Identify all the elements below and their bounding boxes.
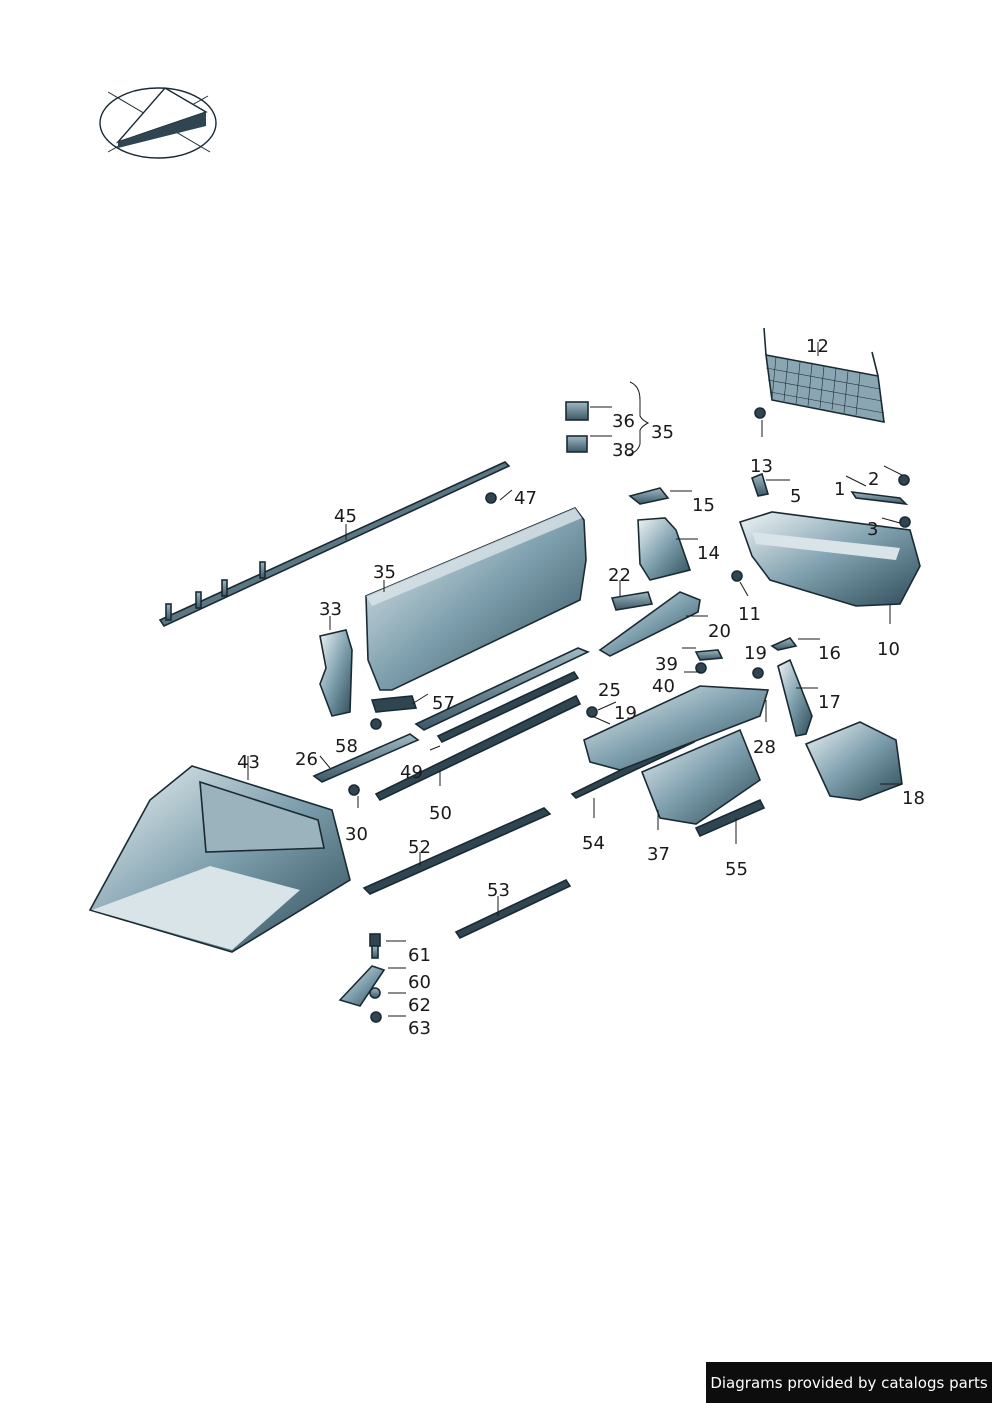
callout-5: 5 xyxy=(790,486,801,507)
credit-banner: Diagrams provided by catalogs parts xyxy=(706,1362,992,1403)
bracket-1 xyxy=(850,490,909,506)
callout-14: 14 xyxy=(697,543,720,564)
bolt xyxy=(485,492,497,504)
clip-36 xyxy=(565,401,589,421)
callout-49: 49 xyxy=(400,762,423,783)
callout-43: 43 xyxy=(237,752,260,773)
callout-20: 20 xyxy=(708,621,731,642)
callout-25: 25 xyxy=(598,680,621,701)
storage-tray-10 xyxy=(738,511,921,607)
strip-55 xyxy=(694,798,766,838)
callout-52: 52 xyxy=(408,837,431,858)
bolt-3 xyxy=(899,516,911,528)
bolt-19 xyxy=(586,706,598,718)
bolt xyxy=(754,407,766,419)
callout-28: 28 xyxy=(753,737,776,758)
strip xyxy=(414,647,590,731)
callout-17: 17 xyxy=(818,692,841,713)
callout-36: 36 xyxy=(612,411,635,432)
strip-53 xyxy=(454,878,572,940)
callout-16: 16 xyxy=(818,643,841,664)
leader-lines xyxy=(247,342,903,1017)
callout-62: 62 xyxy=(408,995,431,1016)
luggage-net xyxy=(763,327,885,423)
callout-45: 45 xyxy=(334,506,357,527)
floor-tray-37 xyxy=(640,728,761,825)
bolt-11 xyxy=(731,570,743,582)
washer-62 xyxy=(369,987,381,999)
callout-10: 10 xyxy=(877,639,900,660)
bolt-61 xyxy=(369,933,381,959)
strip-52 xyxy=(362,807,552,895)
callout-61: 61 xyxy=(408,945,431,966)
orientation-compass-icon xyxy=(99,87,217,159)
callout-18: 18 xyxy=(902,788,925,809)
callout-55: 55 xyxy=(725,859,748,880)
callout-15: 15 xyxy=(692,495,715,516)
callout-35: 35 xyxy=(651,422,674,443)
bolt-58 xyxy=(370,718,382,730)
trim-33 xyxy=(319,629,353,717)
bolt-19 xyxy=(752,667,764,679)
cover-14 xyxy=(637,517,692,581)
bracket-60 xyxy=(338,965,386,1007)
callout-58: 58 xyxy=(335,736,358,757)
bracket-40 xyxy=(694,649,724,661)
callout-12: 12 xyxy=(806,336,829,357)
callout-35: 35 xyxy=(373,562,396,583)
clip-57 xyxy=(370,695,418,713)
bolt-39 xyxy=(695,662,707,674)
callout-33: 33 xyxy=(319,599,342,620)
callout-50: 50 xyxy=(429,803,452,824)
callout-63: 63 xyxy=(408,1018,431,1039)
callout-13: 13 xyxy=(750,456,773,477)
callout-57: 57 xyxy=(432,693,455,714)
callout-26: 26 xyxy=(295,749,318,770)
callout-11: 11 xyxy=(738,604,761,625)
callout-40: 40 xyxy=(652,676,675,697)
callout-38: 38 xyxy=(612,440,635,461)
callout-19: 19 xyxy=(744,643,767,664)
callout-37: 37 xyxy=(647,844,670,865)
strip-26 xyxy=(312,733,420,783)
callout-53: 53 xyxy=(487,880,510,901)
callout-54: 54 xyxy=(582,833,605,854)
callout-2: 2 xyxy=(868,469,879,490)
cover-18 xyxy=(804,721,903,801)
clip-22 xyxy=(610,591,654,611)
cover-15 xyxy=(628,487,670,505)
clip-38 xyxy=(566,435,588,453)
side-panel-35 xyxy=(365,507,587,691)
strip-50 xyxy=(374,694,582,802)
strip-49 xyxy=(436,670,580,744)
nut-63 xyxy=(370,1011,382,1023)
callout-39: 39 xyxy=(655,654,678,675)
trim-17 xyxy=(777,658,813,737)
nut-2 xyxy=(898,474,910,486)
bracket-13 xyxy=(751,472,770,497)
callout-3: 3 xyxy=(867,519,878,540)
callout-60: 60 xyxy=(408,972,431,993)
bolt-30 xyxy=(348,784,360,796)
large-tray-43 xyxy=(88,765,351,953)
rail-45 xyxy=(158,461,511,628)
clip-16 xyxy=(770,637,798,651)
callout-labels: 12 36 35 38 13 5 2 1 3 47 15 45 14 35 22… xyxy=(237,336,925,1039)
callout-47: 47 xyxy=(514,488,537,509)
cover-20 xyxy=(598,591,701,657)
callout-19: 19 xyxy=(614,703,637,724)
callout-22: 22 xyxy=(608,565,631,586)
floor-tray-25 xyxy=(583,685,770,771)
callout-1: 1 xyxy=(834,479,845,500)
callout-30: 30 xyxy=(345,824,368,845)
